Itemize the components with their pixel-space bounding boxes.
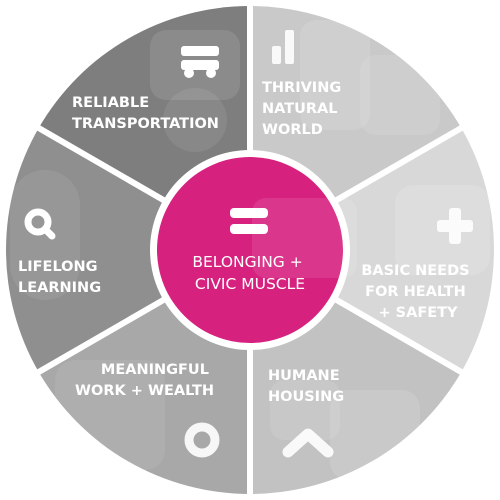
- roof-chevron-icon: [282, 428, 334, 458]
- segment-label-humane-housing: HUMANE HOUSING: [268, 368, 345, 405]
- segment-label-meaningful-work-wealth: MEANINGFUL WORK + WEALTH: [75, 362, 214, 399]
- wedge-basic-needs-health-safety[interactable]: [250, 128, 494, 372]
- vehicle-icon: [181, 46, 219, 78]
- magnifier-icon: [24, 208, 56, 240]
- wedge-lifelong-learning[interactable]: [6, 128, 250, 372]
- segment-label-lifelong-learning: LIFELONG LEARNING: [18, 259, 103, 296]
- ring-icon: [184, 422, 220, 458]
- segment-labels: THRIVING NATURAL WORLD BASIC NEEDS FOR H…: [18, 80, 474, 405]
- plus-icon: [437, 208, 473, 244]
- hub-label: BELONGING + CIVIC MUSCLE: [192, 253, 307, 293]
- segment-label-thriving-natural-world: THRIVING NATURAL WORLD: [262, 80, 346, 138]
- hub-circle: [157, 157, 343, 343]
- equals-icon: [230, 208, 268, 234]
- segment-icons: [24, 30, 473, 458]
- hub-decor-shape: [252, 198, 357, 278]
- bar-chart-icon: [272, 30, 294, 64]
- segment-label-basic-needs-health-safety: BASIC NEEDS FOR HEALTH + SAFETY: [361, 263, 474, 321]
- center-hub[interactable]: BELONGING + CIVIC MUSCLE: [150, 150, 357, 350]
- segment-label-reliable-transportation: RELIABLE TRANSPORTATION: [72, 95, 219, 132]
